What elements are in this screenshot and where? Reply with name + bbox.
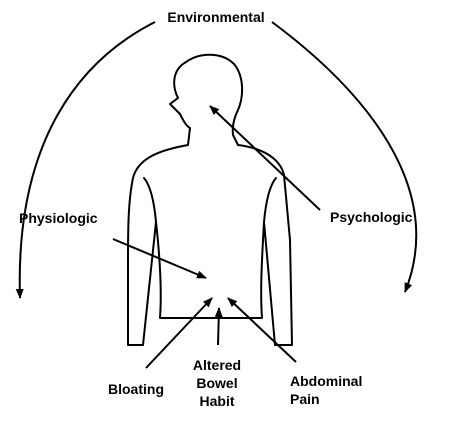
altered-bowel-habit-line-3: Habit: [199, 393, 235, 409]
environmental-label: Environmental: [167, 9, 265, 25]
bloating-label: Bloating: [108, 381, 164, 397]
altered-bowel-habit-label: Altered Bowel Habit: [190, 356, 244, 410]
physiologic-arrow: [112, 238, 207, 279]
abdominal-pain-line-1: Abdominal: [290, 373, 363, 389]
right-inner-arm-line: [263, 177, 277, 223]
altered-bowel-habit-arrow: [214, 307, 223, 346]
psychologic-arrow: [209, 105, 321, 211]
altered-bowel-habit-line-1: Altered: [192, 357, 242, 373]
abdominal-pain-line-2: Pain: [290, 391, 320, 407]
physiologic-label: Physiologic: [19, 210, 98, 226]
environmental-left-arrow: [15, 21, 156, 299]
bloating-arrow: [145, 297, 213, 369]
altered-bowel-habit-line-2: Bowel: [196, 375, 238, 391]
abdominal-pain-arrow: [227, 297, 297, 363]
left-inner-arm-line: [143, 177, 157, 223]
human-silhouette-outline: [127, 53, 293, 346]
abdominal-pain-label: Abdominal Pain: [290, 372, 362, 408]
environmental-right-arrow: [271, 21, 418, 293]
psychologic-label: Psychologic: [330, 209, 413, 225]
